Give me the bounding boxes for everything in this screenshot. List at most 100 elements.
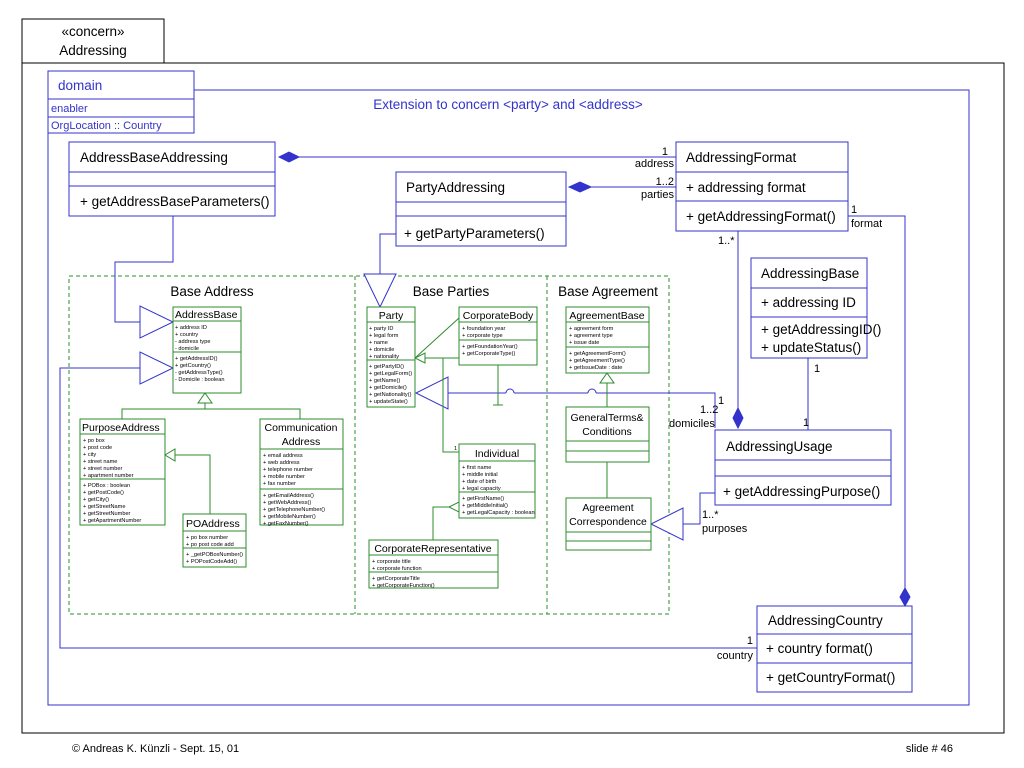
class-attr: + corporate title bbox=[372, 559, 411, 565]
address-mult: 1 bbox=[662, 146, 668, 158]
class-op: + getMiddleInitial() bbox=[462, 503, 508, 509]
class-purpose-address[interactable]: PurposeAddress + po box + post code + ci… bbox=[79, 418, 166, 526]
class-attr: + legal form bbox=[369, 333, 399, 339]
class-attr: + country format() bbox=[766, 641, 873, 656]
class-attr: + addressing format bbox=[686, 180, 806, 195]
usage-one: 1 bbox=[803, 417, 809, 429]
class-agreement-correspondence[interactable]: Agreement Correspondence bbox=[565, 497, 652, 551]
class-attr: + corporate type bbox=[462, 333, 503, 339]
composition-diamond bbox=[277, 151, 301, 163]
class-attr: + po box bbox=[83, 438, 105, 444]
composition-diamond bbox=[732, 406, 744, 430]
class-name: AddressingCountry bbox=[768, 613, 883, 628]
domiciles-mult: 1..2 bbox=[700, 404, 718, 416]
class-address-base-addressing[interactable]: AddressBaseAddressing + getAddressBasePa… bbox=[68, 141, 276, 217]
class-party-addressing[interactable]: PartyAddressing + getPartyParameters() bbox=[395, 171, 567, 247]
class-po-address[interactable]: POAddress + po box number + po post code… bbox=[182, 513, 247, 568]
generalization-arrow bbox=[649, 507, 684, 541]
generalization-arrow bbox=[139, 351, 175, 385]
domain-tag: domain enabler OrgLocation :: Country bbox=[47, 70, 195, 134]
composition-diamond bbox=[567, 181, 593, 193]
association-labels: 1 address 1..2 parties 1 format 1..* 1..… bbox=[454, 146, 882, 662]
class-op: + getAgreementType() bbox=[569, 358, 625, 364]
class-op: + getPostCode() bbox=[83, 490, 124, 496]
class-attr: + legal capacity bbox=[462, 486, 501, 492]
class-attr: + po box number bbox=[186, 535, 228, 541]
class-attr: + party ID bbox=[369, 326, 393, 332]
class-name: Communication bbox=[265, 422, 338, 434]
class-corporate-body[interactable]: CorporateBody + foundation year + corpor… bbox=[458, 306, 538, 366]
generalization-arrow bbox=[414, 376, 449, 410]
class-op: + getCountryFormat() bbox=[766, 670, 895, 685]
class-addressing-format[interactable]: AddressingFormat + addressing format + g… bbox=[675, 141, 849, 232]
class-op: + getCorporateTitle bbox=[372, 576, 420, 582]
class-op: + getCorporateFunction() bbox=[372, 583, 435, 589]
purposes-role: purposes bbox=[702, 523, 748, 535]
class-op: + getAgreementForm() bbox=[569, 351, 626, 357]
class-communication-address[interactable]: Communication Address + email address + … bbox=[259, 418, 344, 527]
class-attr: + name bbox=[369, 340, 388, 346]
class-attr: + street name bbox=[83, 459, 117, 465]
generalization-arrow bbox=[139, 305, 175, 339]
group-base-agreement: Base Agreement bbox=[558, 284, 658, 299]
class-attr: + street number bbox=[83, 466, 122, 472]
class-individual[interactable]: Individual + first name + middle initial… bbox=[458, 443, 536, 519]
base-one: 1 bbox=[814, 363, 820, 375]
class-op: + getMobileNumber() bbox=[263, 514, 316, 520]
class-address-base[interactable]: AddressBase + address ID + country - add… bbox=[172, 306, 242, 394]
class-name: AddressBase bbox=[175, 309, 238, 321]
concern-stereotype: «concern» bbox=[61, 24, 124, 39]
class-op: + getStreetName bbox=[83, 504, 125, 510]
class-attr: + date of birth bbox=[462, 479, 496, 485]
address-role: address bbox=[635, 158, 675, 170]
class-general-terms[interactable]: GeneralTerms& Conditions bbox=[565, 406, 650, 463]
class-name: CorporateRepresentative bbox=[374, 543, 491, 555]
individual-one: 1 bbox=[454, 446, 457, 452]
class-op: + getAddressingPurpose() bbox=[723, 484, 880, 499]
parties-role: parties bbox=[641, 189, 675, 201]
class-attr: + telephone number bbox=[263, 467, 313, 473]
class-op: + getCity() bbox=[83, 497, 109, 503]
class-op: + updateStatus() bbox=[761, 340, 861, 355]
class-agreement-base[interactable]: AgreementBase + agreement form + agreeme… bbox=[565, 306, 650, 374]
class-name: Agreement bbox=[582, 502, 633, 514]
class-attr: + first name bbox=[462, 465, 491, 471]
class-op: + updateState() bbox=[369, 399, 408, 405]
domain-location: OrgLocation :: Country bbox=[51, 120, 162, 132]
class-name: AddressingFormat bbox=[686, 150, 797, 165]
class-op: + getLegalCapacity : boolean bbox=[462, 510, 535, 516]
class-op: + getStreetNumber bbox=[83, 511, 131, 517]
class-name: AddressingBase bbox=[761, 266, 859, 281]
purposes-mult: 1..* bbox=[702, 509, 719, 521]
class-addressing-base[interactable]: AddressingBase + addressing ID + getAddr… bbox=[750, 257, 881, 359]
class-attr: + agreement type bbox=[569, 333, 613, 339]
group-base-address: Base Address bbox=[170, 284, 254, 299]
class-corporate-representative[interactable]: CorporateRepresentative + corporate titl… bbox=[368, 539, 499, 589]
class-attr: + email address bbox=[263, 453, 303, 459]
class-op: + getName() bbox=[369, 378, 400, 384]
class-addressing-usage[interactable]: AddressingUsage + getAddressingPurpose() bbox=[714, 429, 892, 506]
class-attr: + web address bbox=[263, 460, 300, 466]
class-op: + getIssueDate : date bbox=[569, 365, 622, 371]
class-op: + getFaxNumber() bbox=[263, 521, 309, 527]
class-attr: + corporate function bbox=[372, 566, 422, 572]
class-attr: + fax number bbox=[263, 481, 296, 487]
class-attr: + country bbox=[175, 332, 198, 338]
group-frame bbox=[68, 275, 670, 615]
class-name: AddressBaseAddressing bbox=[80, 150, 228, 165]
country-role: country bbox=[717, 650, 754, 662]
class-attr: + agreement form bbox=[569, 326, 614, 332]
class-addressing-country[interactable]: AddressingCountry + country format() + g… bbox=[756, 605, 913, 693]
class-op: + getAddressBaseParameters() bbox=[80, 194, 269, 209]
composition-diamond bbox=[899, 586, 911, 608]
class-party[interactable]: Party + party ID + legal form + name + d… bbox=[366, 306, 416, 408]
domain-frame bbox=[47, 89, 970, 706]
class-name: Individual bbox=[475, 448, 519, 460]
class-name: CorporateBody bbox=[463, 310, 534, 322]
footer-slide-number: slide # 46 bbox=[906, 743, 953, 755]
class-name: PartyAddressing bbox=[406, 180, 505, 195]
class-op: + getWebAddress() bbox=[263, 500, 311, 506]
parties-mult: 1..2 bbox=[656, 176, 674, 188]
class-name: Party bbox=[379, 310, 404, 322]
format-role: format bbox=[851, 218, 882, 230]
